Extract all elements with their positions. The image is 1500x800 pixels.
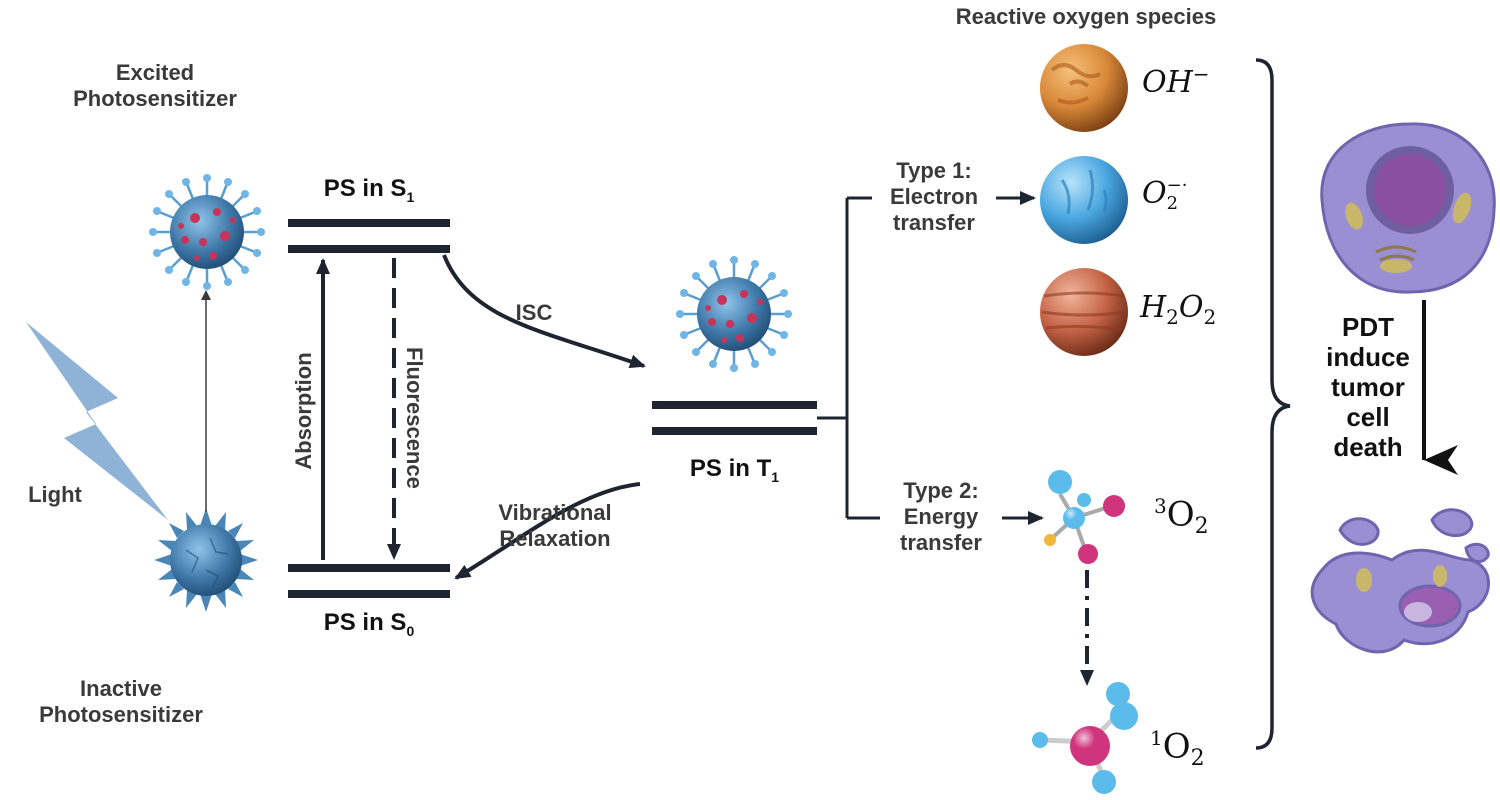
hydrogen-peroxide-formula: H2O2 [1140, 290, 1216, 329]
h2o2-h-sub: 2 [1166, 305, 1179, 329]
singlet-oxygen-formula: 1O2 [1150, 726, 1205, 771]
type1-line1: Type 1: [896, 158, 972, 183]
absorption-label: Absorption [291, 352, 316, 470]
s0-label-sub: 0 [406, 622, 415, 639]
s1-label: PS in S1 [288, 176, 450, 210]
isc-label: ISC [515, 300, 553, 325]
pdt-line1: PDT [1342, 312, 1394, 342]
inactive-photosensitizer-icon [154, 508, 258, 612]
hydroxyl-base: OH [1142, 65, 1193, 100]
triplet-pre: 3 [1154, 494, 1167, 518]
type-branch-connector [817, 196, 888, 520]
vibrational-relaxation-label: Vibrational Relaxation [470, 500, 640, 552]
excited-label-line2: Photosensitizer [73, 86, 237, 111]
vibrational-line1: Vibrational [498, 500, 612, 525]
pdt-line3: tumor [1331, 372, 1405, 402]
excited-photosensitizer-label: Excited Photosensitizer [50, 60, 260, 112]
inactive-label-line1: Inactive [80, 676, 162, 701]
singlet-base: O [1162, 726, 1191, 767]
type2-label: Type 2: Energy transfer [880, 478, 1002, 556]
hydroxyl-formula: OH− [1142, 62, 1210, 100]
inactive-photosensitizer-label: Inactive Photosensitizer [16, 676, 226, 728]
superoxide-sphere-icon [1040, 156, 1128, 244]
s1-label-text: PS in S [323, 175, 407, 202]
pdt-line2: induce [1326, 342, 1410, 372]
inactive-label-line2: Photosensitizer [39, 702, 203, 727]
vibrational-line2: Relaxation [499, 526, 611, 551]
pdt-label: PDT induce tumor cell death [1318, 312, 1418, 462]
h2o2-o-sub: 2 [1203, 305, 1217, 329]
type2-line3: transfer [900, 530, 982, 555]
excited-label-line1: Excited [115, 60, 195, 85]
excited-photosensitizer-icon [149, 174, 265, 290]
triplet-base: O [1166, 494, 1195, 535]
pdt-line4: cell [1346, 402, 1390, 432]
t1-label-sub: 1 [771, 468, 780, 485]
hydroxyl-sphere-icon [1040, 44, 1128, 132]
energy-level-t1 [652, 401, 817, 435]
singlet-pre: 1 [1150, 726, 1163, 750]
s1-label-sub: 1 [406, 188, 415, 205]
type2-line1: Type 2: [903, 478, 979, 503]
h2o2-h: H [1140, 290, 1167, 325]
type2-line2: Energy [903, 504, 979, 529]
hydroxyl-sup: − [1192, 62, 1210, 86]
vibrational-relaxation-arrow [454, 482, 641, 580]
isc-arrow [442, 254, 646, 369]
superoxide-base: O [1142, 176, 1167, 211]
type1-line2: Electron [889, 184, 979, 209]
tumor-cell-icon [1320, 122, 1496, 294]
t1-label: PS in T1 [652, 456, 817, 490]
dead-cell-icon [1310, 508, 1490, 654]
type1-line3: transfer [893, 210, 975, 235]
pdt-line5: death [1333, 432, 1403, 462]
triplet-oxygen-formula: 3O2 [1154, 494, 1209, 539]
fluorescence-label: Fluorescence [402, 347, 427, 489]
light-label: Light [28, 482, 82, 507]
s0-label-text: PS in S [323, 609, 407, 636]
superoxide-formula: O −·2 [1142, 176, 1187, 213]
ros-brace [1255, 58, 1291, 750]
singlet-sub: 2 [1190, 746, 1205, 772]
energy-level-s0 [288, 564, 450, 598]
s0-label: PS in S0 [288, 610, 450, 644]
triplet-sub: 2 [1194, 514, 1209, 540]
h2o2-o: O [1178, 290, 1204, 325]
energy-level-s1 [288, 219, 450, 253]
superoxide-sup: −· [1166, 175, 1188, 196]
type1-label: Type 1: Electron transfer [872, 158, 996, 236]
singlet-oxygen-molecule-icon [1032, 682, 1138, 794]
lightning-icon [26, 322, 168, 520]
superoxide-sub: 2 [1166, 193, 1179, 214]
triplet-oxygen-molecule-icon [1044, 470, 1125, 564]
triplet-photosensitizer-icon [676, 256, 792, 372]
t1-label-text: PS in T [689, 455, 772, 482]
hydrogen-peroxide-sphere-icon [1040, 268, 1128, 356]
ros-title: Reactive oxygen species [955, 4, 1217, 29]
